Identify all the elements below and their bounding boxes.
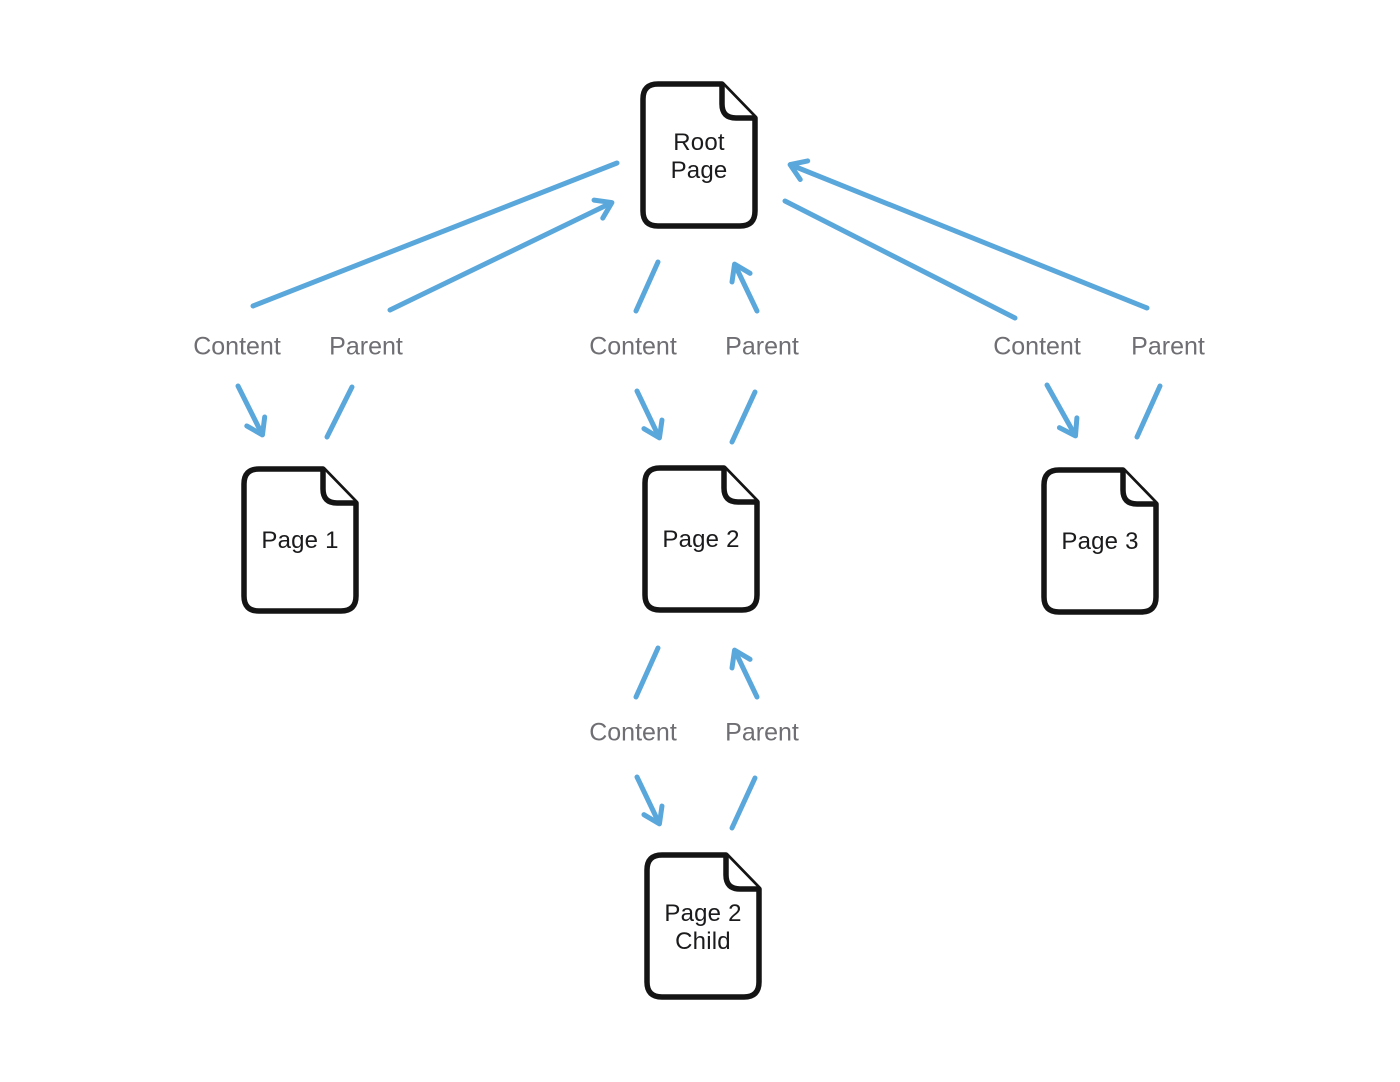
parent-arrow-tail <box>729 775 758 831</box>
parent-arrow-tail <box>729 389 758 445</box>
edge-root-page3 <box>782 158 1163 440</box>
edge-label-parent: Parent <box>329 332 403 361</box>
edge-label-parent: Parent <box>1131 332 1205 361</box>
document-icon <box>640 81 758 229</box>
content-arrow-tail <box>782 198 1018 321</box>
document-icon <box>642 465 760 613</box>
edge-label-content: Content <box>589 718 677 747</box>
parent-arrow-tail <box>324 384 355 440</box>
node-page-2: Page 2 <box>642 465 760 613</box>
node-label: Page 3 <box>1061 528 1139 556</box>
node-page-1: Page 1 <box>241 466 359 614</box>
parent-arrow-head <box>787 158 1150 311</box>
edge-page2-page2child <box>633 645 760 831</box>
node-page-3: Page 3 <box>1041 467 1159 615</box>
content-arrow-tail <box>633 259 661 314</box>
document-icon <box>241 466 359 614</box>
content-arrow-tail <box>633 645 661 700</box>
edge-label-parent: Parent <box>725 332 799 361</box>
parent-arrow-head <box>729 647 760 700</box>
node-root-page: Root Page <box>640 81 758 229</box>
document-icon <box>644 852 762 1000</box>
node-label: Page 2 Child <box>664 900 742 956</box>
edge-root-page1 <box>235 160 620 440</box>
content-arrow-head <box>634 388 665 441</box>
edge-label-content: Content <box>993 332 1081 361</box>
node-label: Root Page <box>670 129 728 185</box>
parent-arrow-tail <box>1134 383 1163 440</box>
content-arrow-head <box>1044 382 1080 439</box>
content-arrow-head <box>235 383 268 438</box>
edge-label-content: Content <box>193 332 281 361</box>
content-arrow-tail <box>250 160 620 309</box>
node-label: Page 2 <box>662 526 740 554</box>
parent-arrow-head <box>387 197 615 313</box>
node-label: Page 1 <box>261 527 339 555</box>
edge-root-page2 <box>633 259 760 445</box>
edge-label-parent: Parent <box>725 718 799 747</box>
node-page-2-child: Page 2 Child <box>644 852 762 1000</box>
edge-label-content: Content <box>589 332 677 361</box>
content-arrow-head <box>634 774 665 827</box>
document-icon <box>1041 467 1159 615</box>
parent-arrow-head <box>729 261 760 314</box>
